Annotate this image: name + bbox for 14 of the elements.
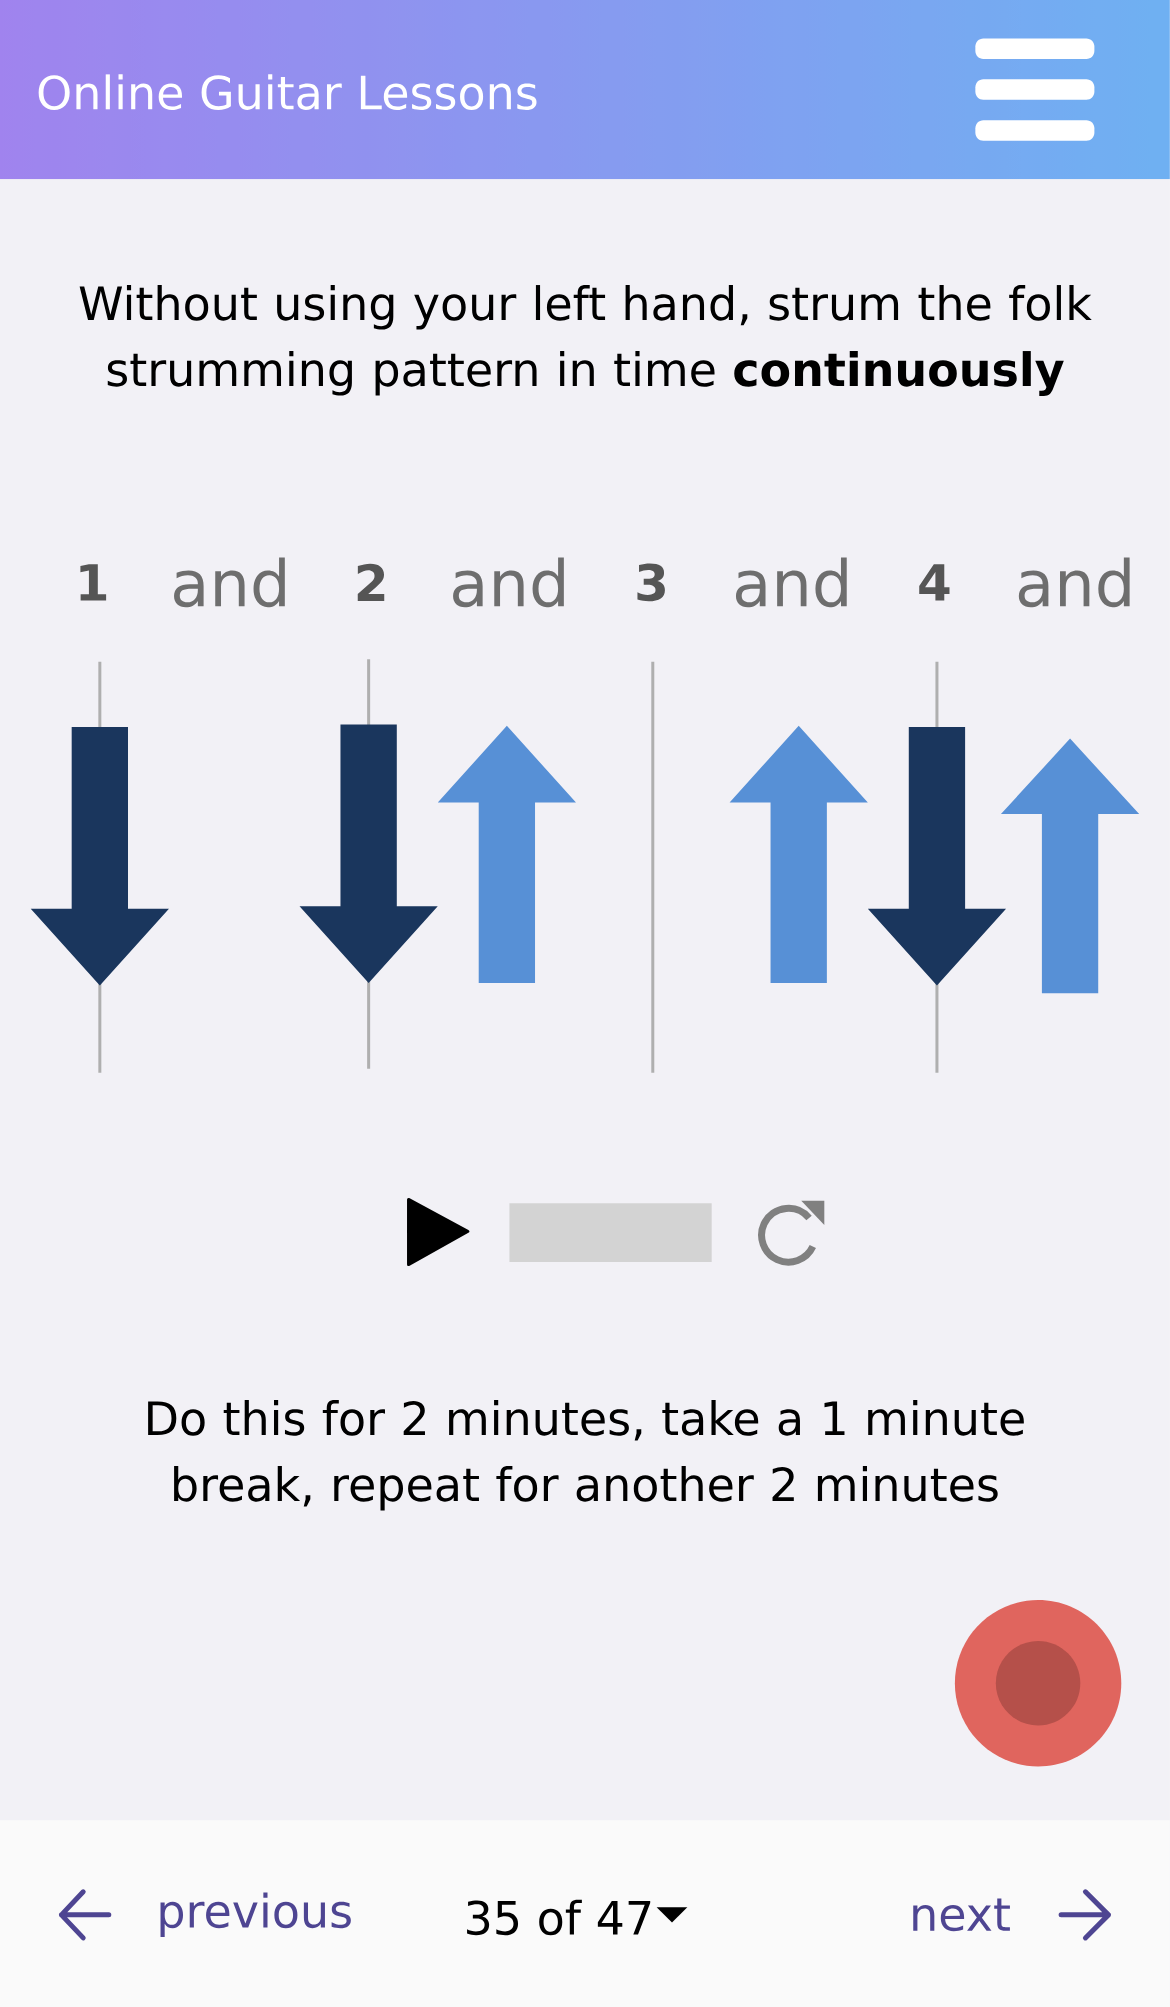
- previous-link: previous: [160, 1892, 351, 1938]
- beat-label: and: [453, 557, 564, 608]
- beat-label: and: [174, 557, 285, 608]
- beat-number: 1: [80, 564, 107, 601]
- beat-label: and: [1018, 557, 1130, 608]
- instruction-text: Do this for 2 minutes, take a 1 minute break, repeat for another 2 minutes: [148, 1400, 1024, 1511]
- beat-label: and: [736, 557, 847, 608]
- beat-number: 3: [637, 563, 665, 602]
- beat-number: 2: [357, 563, 385, 601]
- next-link: next: [913, 1898, 1010, 1932]
- app-title: Online Guitar Lessons: [38, 74, 537, 110]
- instruction-text: Without using your left hand, strum the folk strumming pattern in time continuously: [79, 285, 1092, 396]
- page-counter: 35 of 47: [467, 1899, 651, 1936]
- beat-number: 4: [919, 564, 950, 601]
